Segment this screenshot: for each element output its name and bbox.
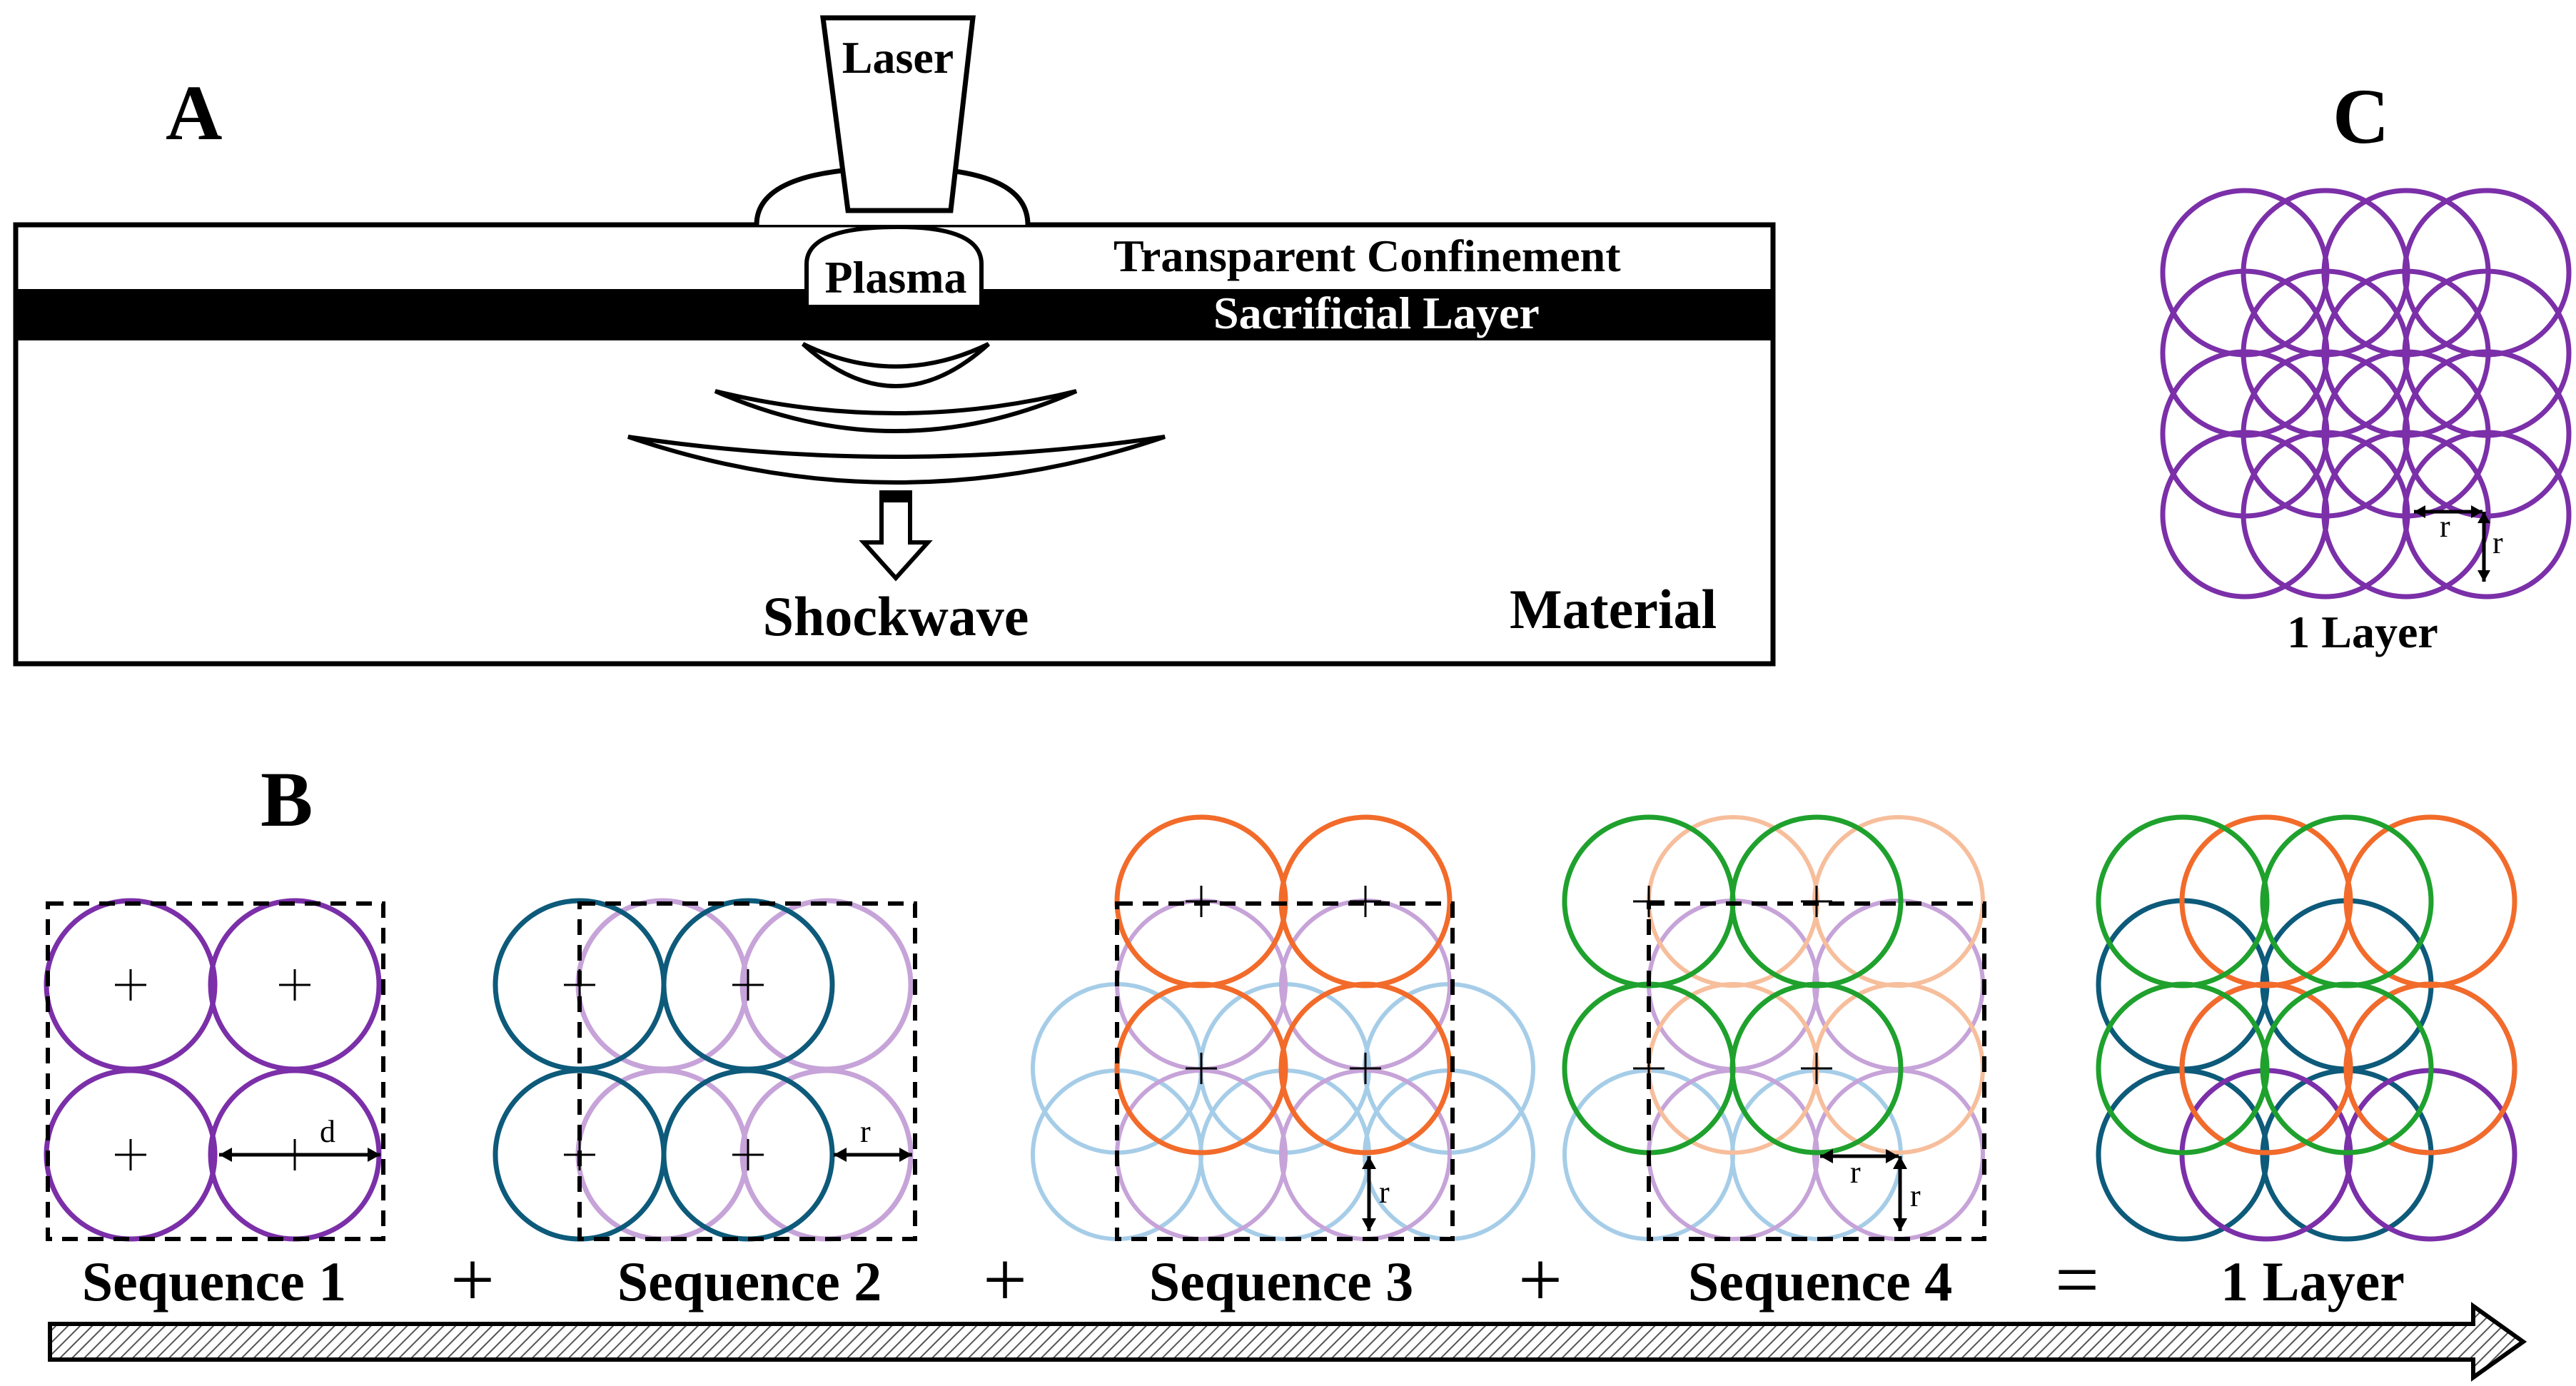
sequence-3-circle (1278, 981, 1453, 1155)
result-layer-circle (2343, 981, 2517, 1155)
scan-area-box (1115, 901, 1455, 1241)
panel-c: C r r 1 Layer (2160, 73, 2572, 657)
center-mark (732, 1139, 764, 1170)
panel-c-circle (2402, 188, 2572, 358)
process-arrow (48, 1302, 2527, 1382)
scan-area-box (1647, 901, 1986, 1241)
sequence-3-group (1031, 814, 1535, 1241)
sequence-1-label: Sequence 1 (82, 1250, 347, 1312)
sequence-4-radius-h: r (1850, 1155, 1861, 1190)
operator-plus-2: + (983, 1236, 1027, 1323)
center-mark (1186, 1053, 1217, 1084)
sacrificial-label: Sacrificial Layer (1213, 288, 1540, 338)
scan-area-box (577, 901, 917, 1241)
material-label: Material (1510, 578, 1717, 640)
panel-c-radius-h: r (2440, 509, 2450, 544)
sequence-2-radius-symbol: r (860, 1114, 871, 1149)
sequence-1-group (44, 898, 385, 1242)
operator-plus-3: + (1518, 1236, 1562, 1323)
center-mark (115, 969, 146, 1001)
shockwave-arrow-cap (882, 492, 910, 502)
confinement-label: Transparent Confinement (1113, 231, 1621, 281)
sequence-2-radius-arrow: r (834, 1114, 912, 1162)
center-mark (1350, 1053, 1381, 1084)
sequence-4-radius-arrows: r r (1820, 1149, 1921, 1231)
sequence-3-radius-arrow: r (1362, 1156, 1390, 1231)
shockwave-front-3 (627, 435, 1166, 485)
shockwave-front-2 (714, 389, 1078, 433)
sequence-2-group (493, 898, 917, 1242)
diameter-symbol: d (320, 1114, 335, 1149)
panel-a: A Laser Plasma Transparent Confinement S… (13, 15, 1776, 667)
sequence-3-radius-symbol: r (1379, 1175, 1390, 1210)
result-layer-label: 1 Layer (2221, 1250, 2405, 1312)
panel-a-letter: A (166, 69, 222, 156)
panel-b: B d r r (44, 756, 2527, 1382)
plasma-label: Plasma (824, 252, 966, 303)
sequence-4-circle (1729, 981, 1904, 1155)
laser-label: Laser (842, 32, 954, 83)
sequence-4-label: Sequence 4 (1688, 1250, 1953, 1312)
panel-c-circle-grid (2160, 188, 2572, 600)
sequence-3-circle (1114, 981, 1288, 1155)
result-layer-circle (2179, 981, 2353, 1155)
panel-c-radius-v: r (2492, 525, 2503, 560)
operator-plus-1: + (450, 1236, 495, 1323)
result-layer-circle (2096, 981, 2270, 1155)
panel-c-circle (2402, 430, 2572, 600)
panel-b-letter: B (261, 756, 313, 843)
result-layer-group (2096, 814, 2517, 1242)
center-mark (1801, 1053, 1832, 1084)
panel-c-circle (2402, 349, 2572, 519)
shockwave-label: Shockwave (763, 585, 1029, 647)
sequence-2-label: Sequence 2 (617, 1250, 882, 1312)
sequence-1-diameter-arrow: d (219, 1114, 380, 1162)
sequence-2-faded-circle (739, 898, 914, 1072)
panel-c-circle (2402, 268, 2572, 438)
panel-c-letter: C (2333, 73, 2389, 160)
result-layer-circle (2260, 981, 2434, 1155)
shockwave-front-1 (801, 342, 991, 388)
sequence-4-group (1562, 814, 1986, 1241)
operator-equals: = (2055, 1236, 2099, 1323)
center-mark (115, 1139, 146, 1170)
sequence-3-label: Sequence 3 (1149, 1250, 1414, 1312)
center-mark (732, 969, 764, 1001)
center-mark (279, 969, 310, 1001)
plasma-bubble (804, 224, 984, 309)
sequence-4-radius-v: r (1910, 1178, 1921, 1213)
panel-c-layer-label: 1 Layer (2287, 607, 2438, 657)
scan-area-box (46, 901, 385, 1241)
laser-icon (820, 15, 976, 213)
panel-c-radius-arrows: r r (2414, 505, 2503, 582)
